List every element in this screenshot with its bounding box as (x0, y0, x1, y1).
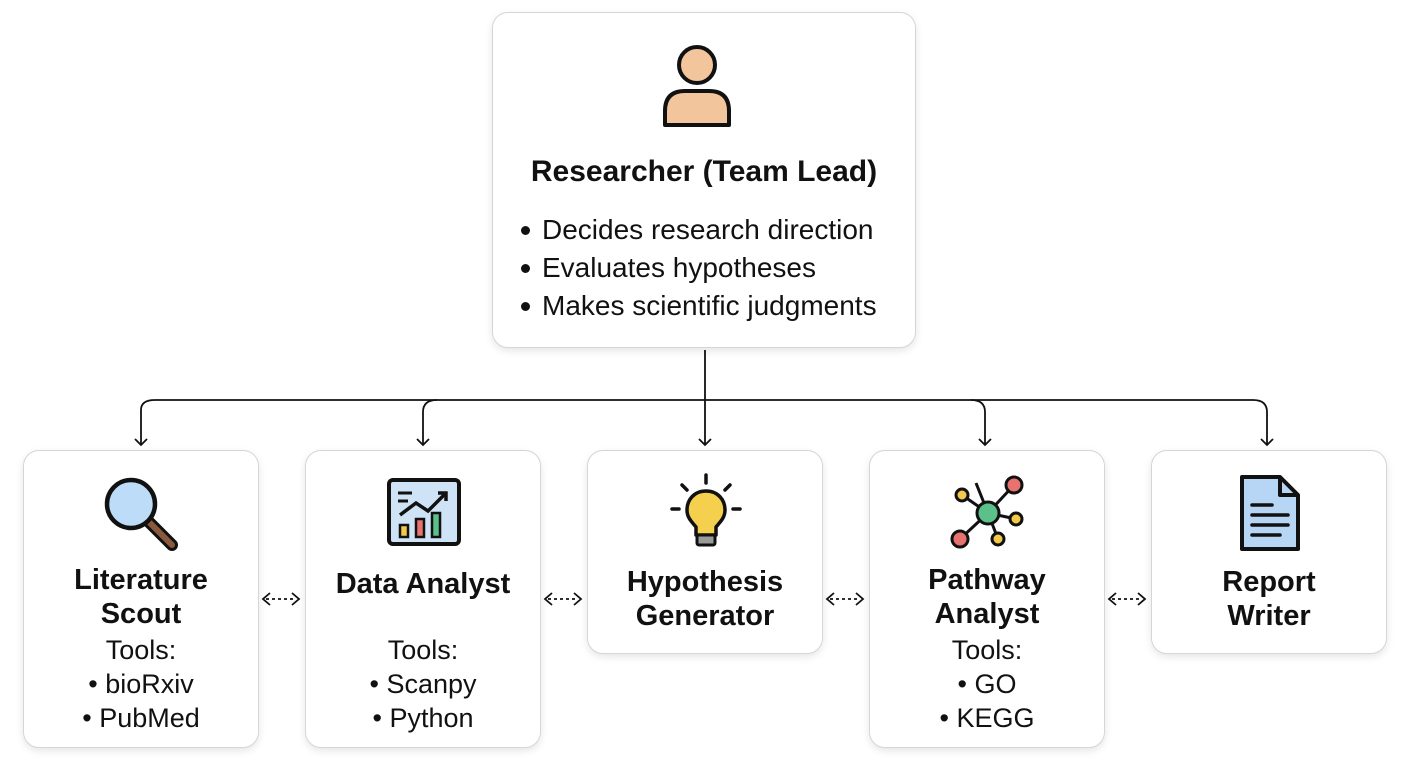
tool-item: • PubMed (82, 703, 200, 733)
lead-bullet: Makes scientific judgments (521, 287, 877, 325)
literature-scout-card: Literature Scout Tools: • bioRxiv • PubM… (23, 450, 259, 748)
bidirectional-arrow-2-3 (543, 592, 583, 606)
tools-label: Tools: (951, 635, 1023, 665)
tool-item: • GO (957, 669, 1017, 699)
arrow-to-literature-scout (140, 399, 156, 411)
bidirectional-arrow-4-5 (1107, 592, 1147, 606)
report-writer-card: Report Writer (1151, 450, 1387, 654)
magnifier-icon (104, 477, 178, 551)
agent-tools: Tools: • GO • KEGG (870, 633, 1104, 735)
lead-bullet: Decides research direction (521, 211, 877, 249)
lead-card: Researcher (Team Lead) Decides research … (492, 12, 916, 348)
bidirectional-arrow-3-4 (825, 592, 865, 606)
chart-icon (387, 478, 461, 546)
agent-title: Data Analyst (335, 568, 511, 600)
document-icon (1240, 475, 1300, 551)
lightbulb-icon (670, 473, 742, 547)
agent-title: Literature Scout (74, 564, 208, 630)
agent-title: Pathway Analyst (928, 564, 1046, 630)
pathway-analyst-card: Pathway Analyst Tools: • GO • KEGG (869, 450, 1105, 748)
tools-label: Tools: (387, 635, 459, 665)
tool-item: • bioRxiv (88, 669, 194, 699)
agent-title: Hypothesis Generator (626, 566, 784, 632)
lead-responsibilities: Decides research direction Evaluates hyp… (521, 211, 877, 325)
lead-title: Researcher (Team Lead) (530, 155, 878, 188)
tool-item: • Scanpy (369, 669, 477, 699)
data-analyst-card: Data Analyst Tools: • Scanpy • Python (305, 450, 541, 748)
hypothesis-generator-card: Hypothesis Generator (587, 450, 823, 654)
person-icon (663, 45, 731, 127)
agent-title: Report Writer (1222, 566, 1316, 632)
tool-item: • KEGG (939, 703, 1035, 733)
tool-item: • Python (372, 703, 474, 733)
network-icon (950, 475, 1024, 549)
agent-tools: Tools: • Scanpy • Python (306, 633, 540, 735)
agent-tools: Tools: • bioRxiv • PubMed (24, 633, 258, 735)
lead-bullet: Evaluates hypotheses (521, 249, 877, 287)
tools-label: Tools: (105, 635, 177, 665)
bidirectional-arrow-1-2 (261, 592, 301, 606)
